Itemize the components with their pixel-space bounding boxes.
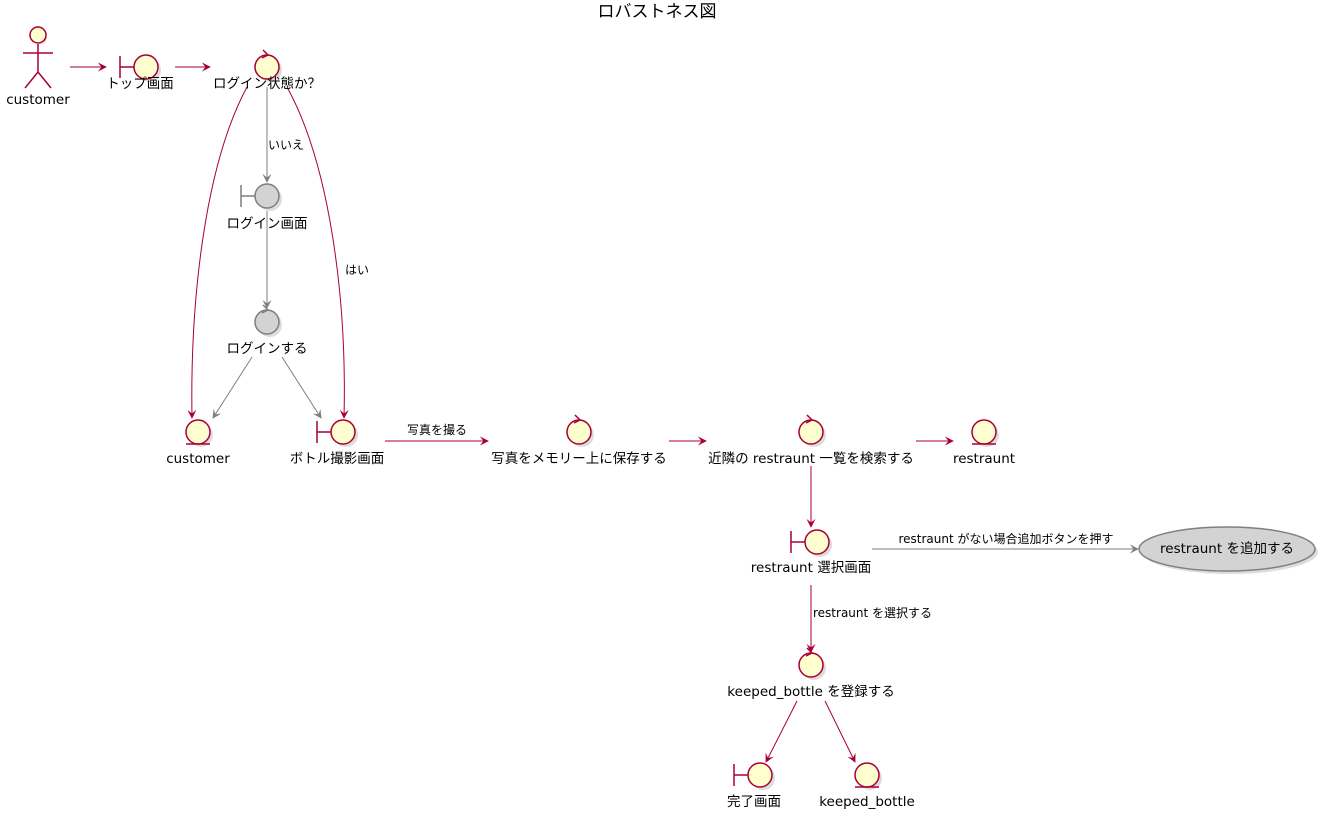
node-label: ログインする bbox=[227, 341, 308, 357]
node-label: ログイン画面 bbox=[227, 216, 308, 232]
node-customer-entity: customer bbox=[166, 419, 230, 467]
edge-label-login_check-to-login_screen: いいえ bbox=[268, 138, 304, 152]
edge-label-restraunt_select_screen-to-add_restraunt: restraunt がない場合追加ボタンを押す bbox=[898, 531, 1113, 546]
node-register-keeped-bottle: keeped_bottle を登録する bbox=[727, 647, 895, 700]
node-label: customer bbox=[166, 451, 230, 467]
edge-label-bottle_capture_screen-to-save_photo: 写真を撮る bbox=[407, 423, 467, 437]
edge-login_check-to-bottle_capture_screen bbox=[286, 86, 349, 419]
node-label: 写真をメモリー上に保存する bbox=[491, 451, 667, 467]
diagram-title: ロバストネス図 bbox=[598, 2, 717, 22]
edge-login_check-to-customer_entity bbox=[187, 86, 248, 419]
node-top-screen: トップ画面 bbox=[106, 54, 174, 92]
node-save-photo: 写真をメモリー上に保存する bbox=[491, 414, 667, 467]
node-label: customer bbox=[6, 92, 70, 108]
edge-do_login-to-bottle_capture_screen bbox=[281, 356, 322, 419]
edge-register_keeped_bottle-to-keeped_bottle_entity bbox=[824, 700, 856, 763]
entity-icon bbox=[185, 419, 213, 447]
boundary-icon bbox=[240, 183, 282, 211]
node-label: keeped_bottle bbox=[819, 794, 915, 810]
node-login-check: ログイン状態か？ bbox=[213, 49, 321, 92]
node-actor-customer: customer bbox=[6, 26, 70, 108]
boundary-icon bbox=[790, 529, 832, 557]
node-bottle-capture-screen: ボトル撮影画面 bbox=[290, 419, 385, 467]
entity-icon bbox=[854, 762, 882, 790]
node-label: ログイン状態か？ bbox=[213, 76, 321, 92]
control-icon bbox=[798, 414, 826, 447]
entity-icon bbox=[971, 419, 999, 447]
node-label: ボトル撮影画面 bbox=[290, 450, 385, 467]
node-label: restraunt bbox=[953, 451, 1015, 467]
edges bbox=[70, 62, 1139, 763]
node-complete-screen: 完了画面 bbox=[727, 762, 781, 810]
node-do-login: ログインする bbox=[227, 304, 308, 357]
node-restraunt-select-screen: restraunt 選択画面 bbox=[751, 529, 871, 576]
node-keeped-bottle-entity: keeped_bottle bbox=[819, 762, 915, 810]
boundary-icon bbox=[733, 762, 775, 790]
control-icon bbox=[254, 304, 282, 337]
node-search-restraunt: 近隣の restraunt 一覧を検索する bbox=[708, 414, 914, 467]
usecase-icon bbox=[1138, 526, 1318, 574]
node-label: トップ画面 bbox=[106, 76, 174, 92]
node-label: keeped_bottle を登録する bbox=[727, 684, 894, 700]
node-restraunt-entity: restraunt bbox=[953, 419, 1015, 467]
edge-register_keeped_bottle-to-complete_screen bbox=[765, 700, 798, 763]
control-icon bbox=[798, 647, 826, 680]
boundary-icon bbox=[119, 54, 161, 82]
control-icon bbox=[254, 49, 282, 82]
node-login-screen: ログイン画面 bbox=[227, 183, 308, 232]
edge-label-login_check-to-bottle_capture_screen: はい bbox=[345, 263, 369, 277]
boundary-icon bbox=[316, 419, 358, 447]
node-label: restraunt 選択画面 bbox=[751, 560, 871, 576]
control-icon bbox=[566, 414, 594, 447]
node-label: 近隣の restraunt 一覧を検索する bbox=[708, 450, 914, 467]
node-label: 完了画面 bbox=[727, 794, 781, 810]
edge-label-restraunt_select_screen-to-register_keeped_bottle: restraunt を選択する bbox=[813, 606, 932, 620]
node-label: restraunt を追加する bbox=[1160, 541, 1294, 557]
actor-icon bbox=[23, 26, 53, 89]
edge-do_login-to-customer_entity bbox=[212, 356, 253, 419]
node-add-restraunt: restraunt を追加する bbox=[1138, 526, 1318, 574]
